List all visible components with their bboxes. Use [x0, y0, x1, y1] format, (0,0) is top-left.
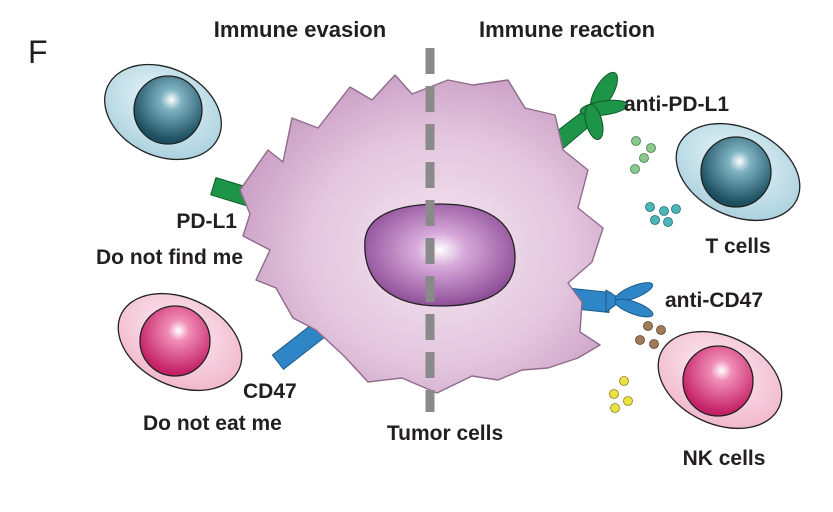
cytokine-dots-teal: [645, 202, 681, 227]
t-cell-top-left: [104, 63, 222, 161]
label-cd47-desc: Do not eat me: [143, 412, 282, 435]
nk-cell-right: [657, 330, 783, 430]
label-tumor-cells: Tumor cells: [387, 422, 503, 445]
header-immune-reaction: Immune reaction: [479, 17, 655, 42]
cytokine-dots-brown: [635, 321, 666, 349]
cytokine-dots-green: [630, 136, 656, 174]
label-nk-cells: NK cells: [683, 447, 766, 470]
label-t-cells: T cells: [705, 235, 770, 258]
label-pdl1: PD-L1: [176, 210, 237, 233]
tumor-nucleus: [364, 203, 516, 307]
label-pdl1-desc: Do not find me: [96, 246, 243, 269]
panel-letter: F: [28, 34, 48, 70]
label-anti-cd47: anti-CD47: [665, 289, 763, 312]
nk-cell-left: [117, 292, 243, 392]
tumor-cell: [239, 74, 604, 394]
header-immune-evasion: Immune evasion: [214, 17, 386, 42]
t-cell-right: [675, 122, 801, 222]
label-anti-pdl1: anti-PD-L1: [624, 93, 729, 116]
cytokine-dots-yellow: [609, 376, 633, 413]
label-cd47: CD47: [243, 380, 297, 403]
